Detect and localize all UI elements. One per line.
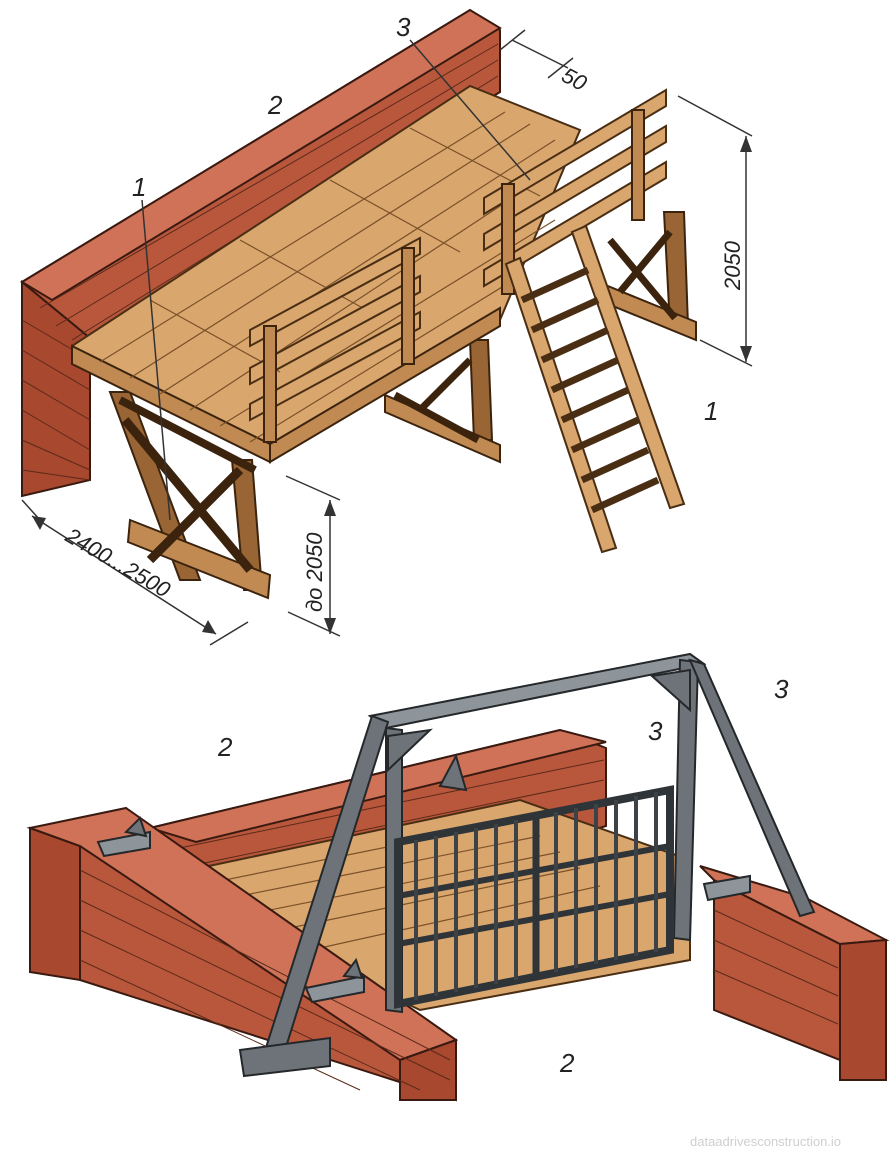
trestle-frames xyxy=(108,211,697,600)
brick-wall-right xyxy=(699,865,890,1081)
wall-brackets xyxy=(96,753,751,1004)
brick-wall-left xyxy=(26,806,459,1102)
label-3-right: 3 xyxy=(774,674,789,704)
label-2-top: 2 xyxy=(267,90,283,120)
label-2-left: 2 xyxy=(217,732,233,762)
top-figure: 1 2 3 1 50 2050 2400...2500 до 2050 xyxy=(20,8,753,646)
label-1-left: 1 xyxy=(132,172,146,202)
deck xyxy=(71,84,582,464)
leader-lines xyxy=(141,39,531,521)
gate xyxy=(394,785,674,1009)
label-3-mid: 3 xyxy=(648,716,663,746)
label-1-right: 1 xyxy=(704,396,718,426)
label-3-top: 3 xyxy=(396,12,411,42)
front-railing xyxy=(249,236,421,443)
steel-frame xyxy=(238,652,816,1078)
dim-height-up-to: до 2050 xyxy=(302,532,327,612)
dim-height: 2050 xyxy=(720,240,745,291)
bottom-figure: 2 3 3 2 xyxy=(26,652,890,1102)
brick-wall-top xyxy=(20,8,502,498)
ladder xyxy=(504,224,686,554)
dimension-lines xyxy=(21,29,753,646)
dim-gap: 50 xyxy=(558,62,592,96)
label-2-bottom: 2 xyxy=(559,1048,575,1078)
watermark: dataadrivesconstruction.io xyxy=(690,1134,841,1149)
rear-railing xyxy=(483,88,667,295)
